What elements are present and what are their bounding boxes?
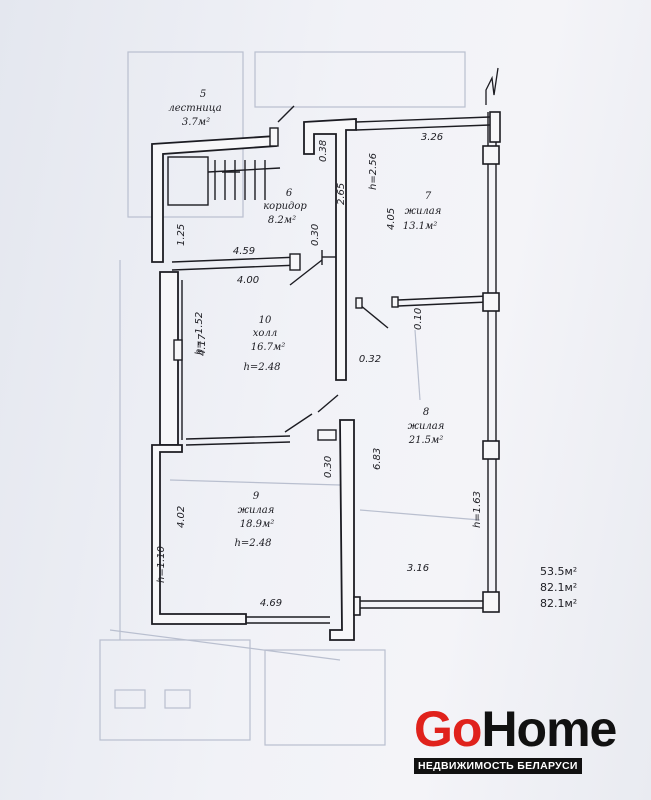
room-7-area: 13.1м²	[403, 221, 438, 232]
dim-label: 0.38	[318, 140, 329, 162]
dim-label: 1.25	[176, 224, 187, 246]
wall-center-upper	[303, 118, 357, 381]
room-7-number: 7	[425, 191, 432, 202]
room-9-name: жилая	[238, 505, 275, 516]
brand-home: Home	[481, 701, 617, 757]
columns	[353, 111, 501, 616]
dim-label: h=2.56	[368, 153, 379, 190]
wall-room9-left	[151, 444, 247, 625]
area-totals: 53.5м² 82.1м² 82.1м²	[540, 565, 577, 610]
room-9-area: 18.9м²	[240, 519, 275, 530]
room-6-number: 6	[286, 188, 293, 199]
room-9-number: 9	[253, 491, 260, 502]
room-5-name: лестница	[168, 103, 221, 114]
dim-label: 0.32	[359, 354, 381, 365]
room-5-area: 3.7м²	[182, 117, 210, 128]
background-faint-lines	[99, 51, 481, 746]
total-area-all: 82.1м²	[540, 597, 577, 610]
brand-go: Go	[414, 701, 482, 757]
room-labels: 5 лестница 3.7м² 6 коридор 8.2м² 7 жилая…	[168, 89, 444, 549]
dim-label: 2.65	[336, 183, 347, 205]
brand-tagline: НЕДВИЖИМОСТЬ БЕЛАРУСИ	[414, 758, 582, 774]
room-10-area: 16.7м²	[251, 342, 286, 353]
wall-center-lower	[329, 419, 355, 641]
dim-label: 0.30	[310, 224, 321, 246]
dim-label: 3.26	[421, 132, 443, 143]
room-10-name: холл	[253, 328, 277, 339]
partitions	[167, 105, 497, 624]
room-10-height: h=2.48	[243, 362, 280, 373]
total-area-general: 82.1м²	[540, 581, 577, 594]
room-8-name: жилая	[408, 421, 445, 432]
total-area-living: 53.5м²	[540, 565, 577, 578]
dim-label: 4.02	[176, 506, 187, 528]
dim-label: 4.00	[237, 275, 259, 286]
dim-label: 6.83	[372, 448, 383, 470]
dim-label: 4.59	[233, 246, 255, 257]
dim-label: 3.16	[407, 563, 429, 574]
room-10-number: 10	[259, 315, 272, 326]
dim-label: 4.05	[386, 208, 397, 230]
dim-label: h=	[194, 340, 205, 355]
dim-label: h=1.10	[156, 546, 167, 583]
room-8-number: 8	[423, 407, 429, 418]
room-7-name: жилая	[405, 206, 442, 217]
dim-label: 0.30	[323, 456, 334, 478]
break-mark	[485, 67, 499, 105]
dimension-labels: 3.26 h=2.56 0.38 2.65 4.05 1.25 4.59 0.3…	[156, 132, 483, 609]
room-6-name: коридор	[263, 201, 307, 212]
room-5-number: 5	[200, 89, 206, 100]
dim-label: h=1.63	[472, 491, 483, 528]
walls	[151, 118, 357, 641]
dim-label: 0.10	[413, 308, 424, 330]
wall-stair	[151, 135, 277, 263]
room-9-height: h=2.48	[234, 538, 271, 549]
room-6-area: 8.2м²	[268, 215, 296, 226]
dim-label: 4.69	[260, 598, 282, 609]
dim-label: 1.52	[194, 312, 205, 334]
room-8-area: 21.5м²	[408, 435, 444, 446]
dim-label: 4.17	[197, 333, 208, 356]
